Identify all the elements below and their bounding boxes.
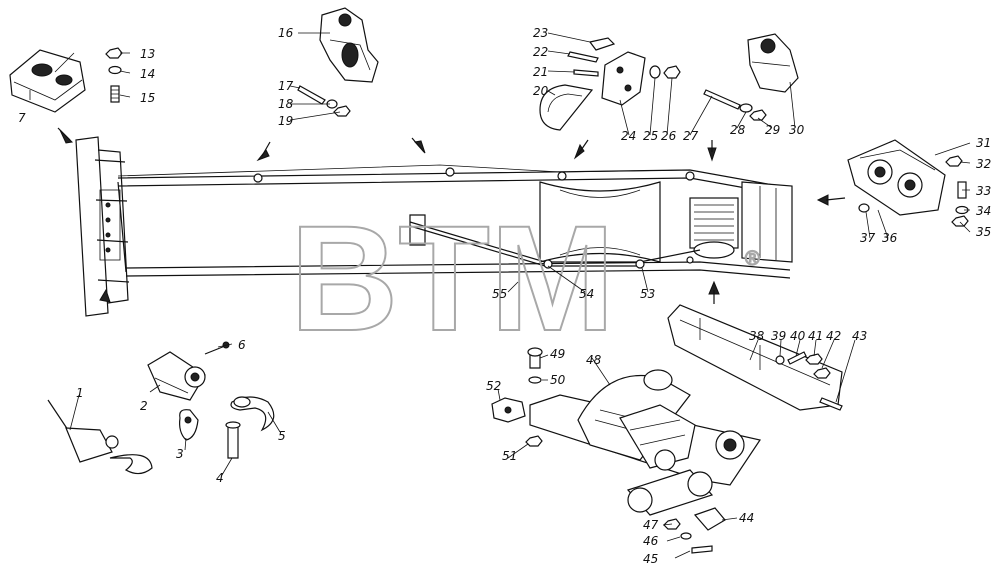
callout-36: 36 — [882, 231, 898, 245]
callout-45: 45 — [643, 552, 658, 566]
callout-55: 55 — [492, 287, 507, 301]
callout-49: 49 — [550, 347, 565, 361]
callout-47: 47 — [643, 518, 659, 532]
callout-33: 33 — [976, 184, 991, 198]
callout-26: 26 — [661, 129, 677, 143]
callout-4: 4 — [216, 471, 224, 485]
part-1-towing-hook — [47, 399, 153, 475]
callout-35: 35 — [976, 225, 991, 239]
parts-20-26 — [539, 37, 681, 131]
callout-27: 27 — [683, 129, 699, 143]
callout-53: 53 — [640, 287, 655, 301]
callout-31: 31 — [976, 136, 991, 150]
callout-46: 46 — [643, 534, 659, 548]
watermark-text: BTM — [290, 194, 615, 362]
fasteners-13-15 — [105, 47, 123, 103]
part-7-bracket — [9, 49, 86, 113]
callout-23: 23 — [533, 26, 548, 40]
callout-39: 39 — [771, 329, 786, 343]
callout-44: 44 — [739, 511, 754, 525]
callout-30: 30 — [789, 123, 805, 137]
parts-44-47 — [663, 507, 726, 554]
callout-15: 15 — [140, 91, 155, 105]
callout-7: 7 — [18, 111, 26, 125]
callout-28: 28 — [730, 123, 746, 137]
callout-1: 1 — [76, 386, 84, 400]
callout-labels: 7 13 14 15 16 17 18 19 20 21 22 23 24 25… — [18, 26, 991, 566]
part-16-bracket — [319, 7, 379, 83]
fasteners-17-19 — [297, 85, 351, 117]
watermark-registered-mark: ® — [745, 248, 760, 270]
callout-43: 43 — [852, 329, 867, 343]
callout-19: 19 — [278, 114, 293, 128]
callout-17: 17 — [278, 79, 294, 93]
callout-3: 3 — [176, 447, 184, 461]
callout-13: 13 — [140, 47, 155, 61]
callout-2: 2 — [140, 399, 148, 413]
parts-49-52 — [491, 347, 543, 447]
callout-16: 16 — [278, 26, 294, 40]
parts-31-37 — [847, 139, 969, 227]
parts-38-43-bumper — [667, 304, 843, 411]
callout-37: 37 — [860, 231, 876, 245]
callout-32: 32 — [976, 157, 991, 171]
leader-lines — [54, 32, 971, 559]
part-48-winch — [529, 369, 761, 516]
callout-20: 20 — [533, 84, 549, 98]
callout-41: 41 — [808, 329, 823, 343]
callout-29: 29 — [765, 123, 780, 137]
callout-50: 50 — [550, 373, 566, 387]
direction-arrows — [57, 127, 846, 304]
callout-54: 54 — [579, 287, 594, 301]
parts-3-6 — [179, 341, 275, 459]
callout-38: 38 — [749, 329, 765, 343]
callout-6: 6 — [238, 338, 246, 352]
parts-27-30 — [703, 33, 799, 121]
callout-21: 21 — [533, 65, 548, 79]
callout-42: 42 — [826, 329, 841, 343]
callout-40: 40 — [790, 329, 806, 343]
callout-52: 52 — [486, 379, 501, 393]
callout-34: 34 — [976, 204, 991, 218]
callout-14: 14 — [140, 67, 155, 81]
part-2-shackle — [147, 351, 206, 401]
callout-22: 22 — [533, 45, 548, 59]
callout-25: 25 — [643, 129, 658, 143]
callout-5: 5 — [278, 429, 286, 443]
callout-18: 18 — [278, 97, 294, 111]
callout-48: 48 — [586, 353, 602, 367]
callout-51: 51 — [502, 449, 517, 463]
callout-24: 24 — [621, 129, 636, 143]
chassis-frame — [75, 136, 793, 317]
watermark: BTM ® — [289, 193, 761, 363]
